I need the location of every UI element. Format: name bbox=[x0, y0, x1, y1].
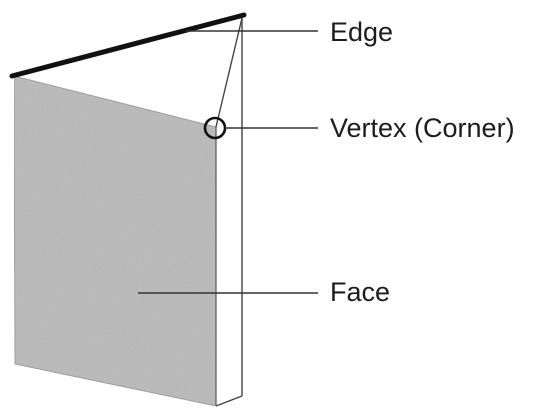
shaded-face bbox=[13, 75, 217, 407]
highlighted-edge bbox=[9, 12, 247, 79]
vertex-label: Vertex (Corner) bbox=[330, 113, 515, 143]
bottom-slant-edge bbox=[215, 395, 243, 407]
edge-label: Edge bbox=[330, 17, 394, 47]
face-label: Face bbox=[330, 277, 391, 307]
top-slant-edge bbox=[215, 17, 243, 128]
